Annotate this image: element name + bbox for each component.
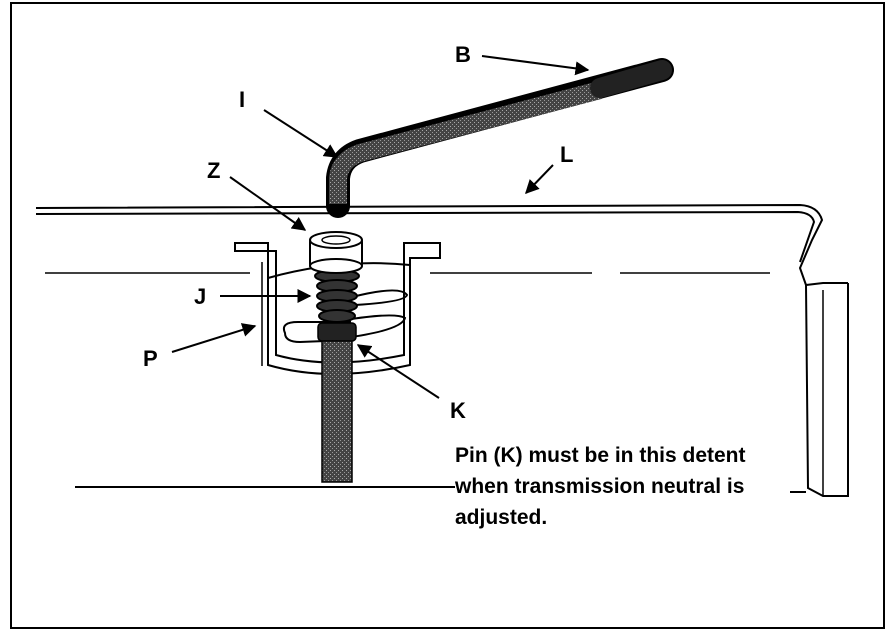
note-line-1: Pin (K) must be in this detent: [455, 444, 746, 467]
cover-plate: [35, 203, 849, 497]
leader-arrows: [171, 55, 590, 399]
shift-rod: [321, 334, 353, 483]
pin-k: [317, 322, 357, 342]
label-i: I: [239, 87, 245, 112]
note-line-3: adjusted.: [455, 506, 547, 529]
label-z: Z: [207, 158, 220, 183]
note-line-2: when transmission neutral is: [454, 475, 744, 498]
label-j: J: [194, 284, 206, 309]
label-k: K: [450, 398, 466, 423]
spring: [314, 269, 360, 323]
diagram-border: [10, 2, 885, 629]
label-p: P: [143, 346, 158, 371]
label-b: B: [455, 42, 471, 67]
label-l: L: [560, 142, 573, 167]
cap: [309, 231, 363, 274]
